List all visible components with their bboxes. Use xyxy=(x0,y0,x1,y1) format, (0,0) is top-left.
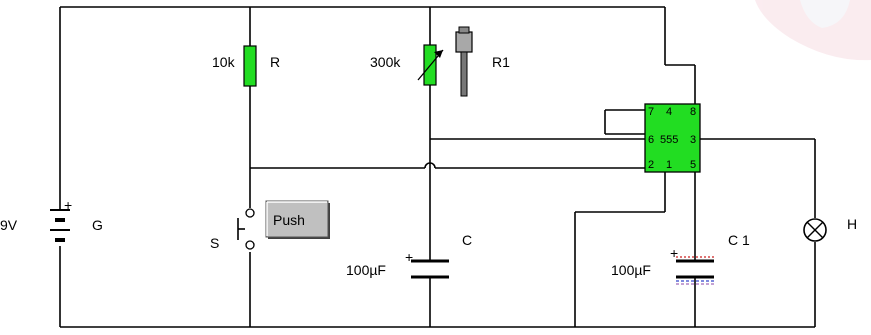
timer-chip-label: 555 xyxy=(660,134,678,146)
battery-name-label: G xyxy=(92,217,103,233)
push-button[interactable]: Push xyxy=(265,200,330,239)
push-button-label: Push xyxy=(273,212,305,228)
pin-3-label: 3 xyxy=(690,134,696,146)
capacitor-c1[interactable]: + 100µF C 1 xyxy=(611,232,750,285)
battery-g[interactable]: + 9V G xyxy=(0,197,103,242)
lamp-h[interactable]: H xyxy=(803,216,857,242)
wires xyxy=(59,6,816,328)
potentiometer-knob[interactable] xyxy=(455,26,473,97)
pin-2-label: 2 xyxy=(648,159,654,171)
battery-value-label: 9V xyxy=(0,217,18,233)
pin-4-label: 4 xyxy=(666,106,672,118)
resistor-r-value-label: 10k xyxy=(212,54,236,70)
capacitor-c-plus-sign: + xyxy=(405,249,413,265)
capacitor-c1-value-label: 100µF xyxy=(611,262,651,278)
pin-1-label: 1 xyxy=(666,159,672,171)
capacitor-c1-plus-sign: + xyxy=(670,245,678,261)
capacitor-c-value-label: 100µF xyxy=(346,262,386,278)
capacitor-c1-name-label: C 1 xyxy=(728,232,750,248)
switch-name-label: S xyxy=(210,235,219,251)
capacitor-c-name-label: C xyxy=(462,232,472,248)
capacitor-c[interactable]: + 100µF C xyxy=(346,232,472,279)
pin-5-label: 5 xyxy=(690,159,696,171)
logo-watermark xyxy=(755,0,871,61)
battery-plus-sign: + xyxy=(64,197,72,213)
push-switch-s[interactable]: S xyxy=(210,208,255,251)
lamp-name-label: H xyxy=(847,216,857,232)
pin-8-label: 8 xyxy=(690,106,696,118)
resistor-r[interactable]: 10k R xyxy=(212,45,280,87)
variable-resistor-r1[interactable]: 300k R1 xyxy=(370,44,510,86)
timer-555-chip[interactable]: 7 4 8 6 3 2 1 5 555 xyxy=(644,103,701,173)
resistor-r1-name-label: R1 xyxy=(492,54,510,70)
resistor-r-name-label: R xyxy=(270,54,280,70)
pin-6-label: 6 xyxy=(648,134,654,146)
pin-7-label: 7 xyxy=(648,106,654,118)
resistor-r1-value-label: 300k xyxy=(370,54,401,70)
